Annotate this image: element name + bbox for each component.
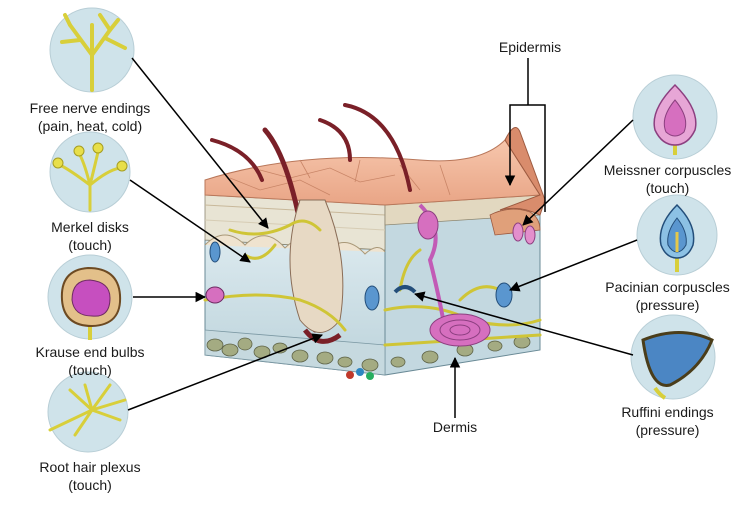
krause-end-bulbs-title: Krause end bulbs xyxy=(35,344,145,360)
merkel-pointer xyxy=(129,179,251,263)
ruffini-endings-label: Ruffini endings (pressure) xyxy=(585,403,750,439)
meissner-corpuscles-label: Meissner corpuscles (touch) xyxy=(585,161,750,197)
meissner-pointer xyxy=(522,119,634,226)
merkel-disks-label: Merkel disks (touch) xyxy=(0,218,180,254)
free-nerve-icon xyxy=(60,13,127,92)
blood-vessels xyxy=(346,368,374,380)
free-nerve-endings-label: Free nerve endings (pain, heat, cold) xyxy=(0,99,180,135)
side-corpuscles xyxy=(512,222,536,245)
meissner-corpuscles-inset xyxy=(632,74,718,160)
hair-follicle xyxy=(289,199,344,333)
root-hair-pointer xyxy=(127,333,323,411)
ruffini-endings-title: Ruffini endings xyxy=(621,404,714,420)
dermis-label: Dermis xyxy=(415,418,495,436)
ruffini-endings-inset xyxy=(630,314,716,400)
root-hair-plexus-inset xyxy=(47,371,129,453)
ruffini-pointer xyxy=(413,291,634,356)
pacinian-corpuscles-subtitle: (pressure) xyxy=(635,297,700,313)
skin-surface xyxy=(204,139,541,206)
root-hair-icon xyxy=(48,383,127,437)
merkel-disks-title: Merkel disks xyxy=(51,219,129,235)
free-nerve-endings-subtitle: (pain, heat, cold) xyxy=(37,118,143,134)
pacinian-corpuscles-title: Pacinian corpuscles xyxy=(605,279,730,295)
root-hair-plexus-subtitle: (touch) xyxy=(68,477,112,493)
epidermis-bracket xyxy=(509,58,546,212)
fat-cells xyxy=(206,335,531,372)
meissner-corpuscle-block xyxy=(417,203,491,347)
meissner-corpuscles-title: Meissner corpuscles xyxy=(603,162,732,178)
merkel-disks-inset xyxy=(49,131,131,213)
meissner-corpuscles-subtitle: (touch) xyxy=(645,180,690,196)
free-nerve-endings-inset xyxy=(49,7,135,93)
epidermis-title: Epidermis xyxy=(498,39,562,55)
ruffini-ending-icon xyxy=(641,331,714,387)
merkel-disks-subtitle: (touch) xyxy=(68,237,112,253)
pacinian-corpuscles-label: Pacinian corpuscles (pressure) xyxy=(585,278,750,314)
free-nerve-endings-title: Free nerve endings xyxy=(29,100,151,116)
krause-end-bulbs-label: Krause end bulbs (touch) xyxy=(0,343,180,379)
ruffini-endings-subtitle: (pressure) xyxy=(635,422,700,438)
pacinian-pointer xyxy=(509,239,638,292)
pacinian-corpuscles-block xyxy=(209,241,513,311)
pacinian-corpuscles-inset xyxy=(636,194,718,276)
epidermis-label: Epidermis xyxy=(490,38,570,56)
epidermis-flap xyxy=(499,127,546,216)
dermis-title: Dermis xyxy=(432,419,478,435)
free-nerve-pointer xyxy=(131,57,269,229)
krause-bulb-block xyxy=(205,286,225,304)
pointer-lines xyxy=(127,57,638,418)
root-hair-plexus-label: Root hair plexus (touch) xyxy=(0,458,180,494)
root-hair-plexus-title: Root hair plexus xyxy=(39,459,141,475)
krause-end-bulbs-subtitle: (touch) xyxy=(68,362,112,378)
krause-end-bulbs-inset xyxy=(47,254,133,340)
